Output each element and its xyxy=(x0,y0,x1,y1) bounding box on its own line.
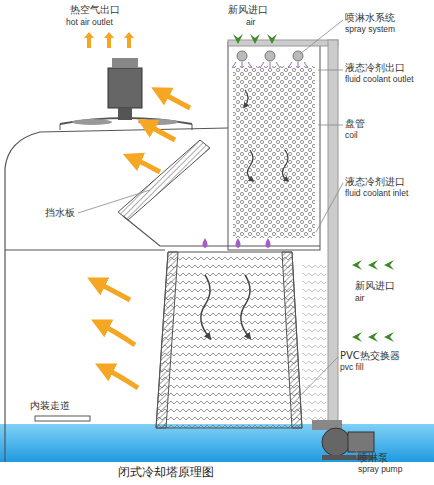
diagram-caption: 闭式冷却塔原理图 xyxy=(118,466,214,479)
part-label: fluid coolant outlet xyxy=(345,75,414,84)
part-label: 喷淋泵 xyxy=(358,452,388,463)
part-label: 新风进口 xyxy=(355,280,395,291)
part-label: 液态冷剂出口 xyxy=(345,62,405,73)
part-label: 挡水板 xyxy=(45,207,75,218)
part-label: coil xyxy=(345,131,358,140)
part-label: hot air outlet xyxy=(66,18,113,27)
part-label: air xyxy=(246,18,255,27)
part-label: 新风进口 xyxy=(228,4,268,15)
part-label: air xyxy=(355,294,364,303)
part-label: PVC热交换器 xyxy=(340,350,400,361)
part-label: 喷淋水系统 xyxy=(345,12,395,23)
part-label: spray system xyxy=(345,25,395,34)
part-label: 内装走道 xyxy=(30,400,70,411)
part-label: 液态冷剂进口 xyxy=(345,176,405,187)
part-label: fluid coolant inlet xyxy=(345,189,408,198)
part-label: pvc fill xyxy=(340,363,364,372)
part-label: 热空气出口 xyxy=(70,4,120,15)
part-label: 盘管 xyxy=(345,118,365,129)
part-label: spray pump xyxy=(358,465,402,474)
